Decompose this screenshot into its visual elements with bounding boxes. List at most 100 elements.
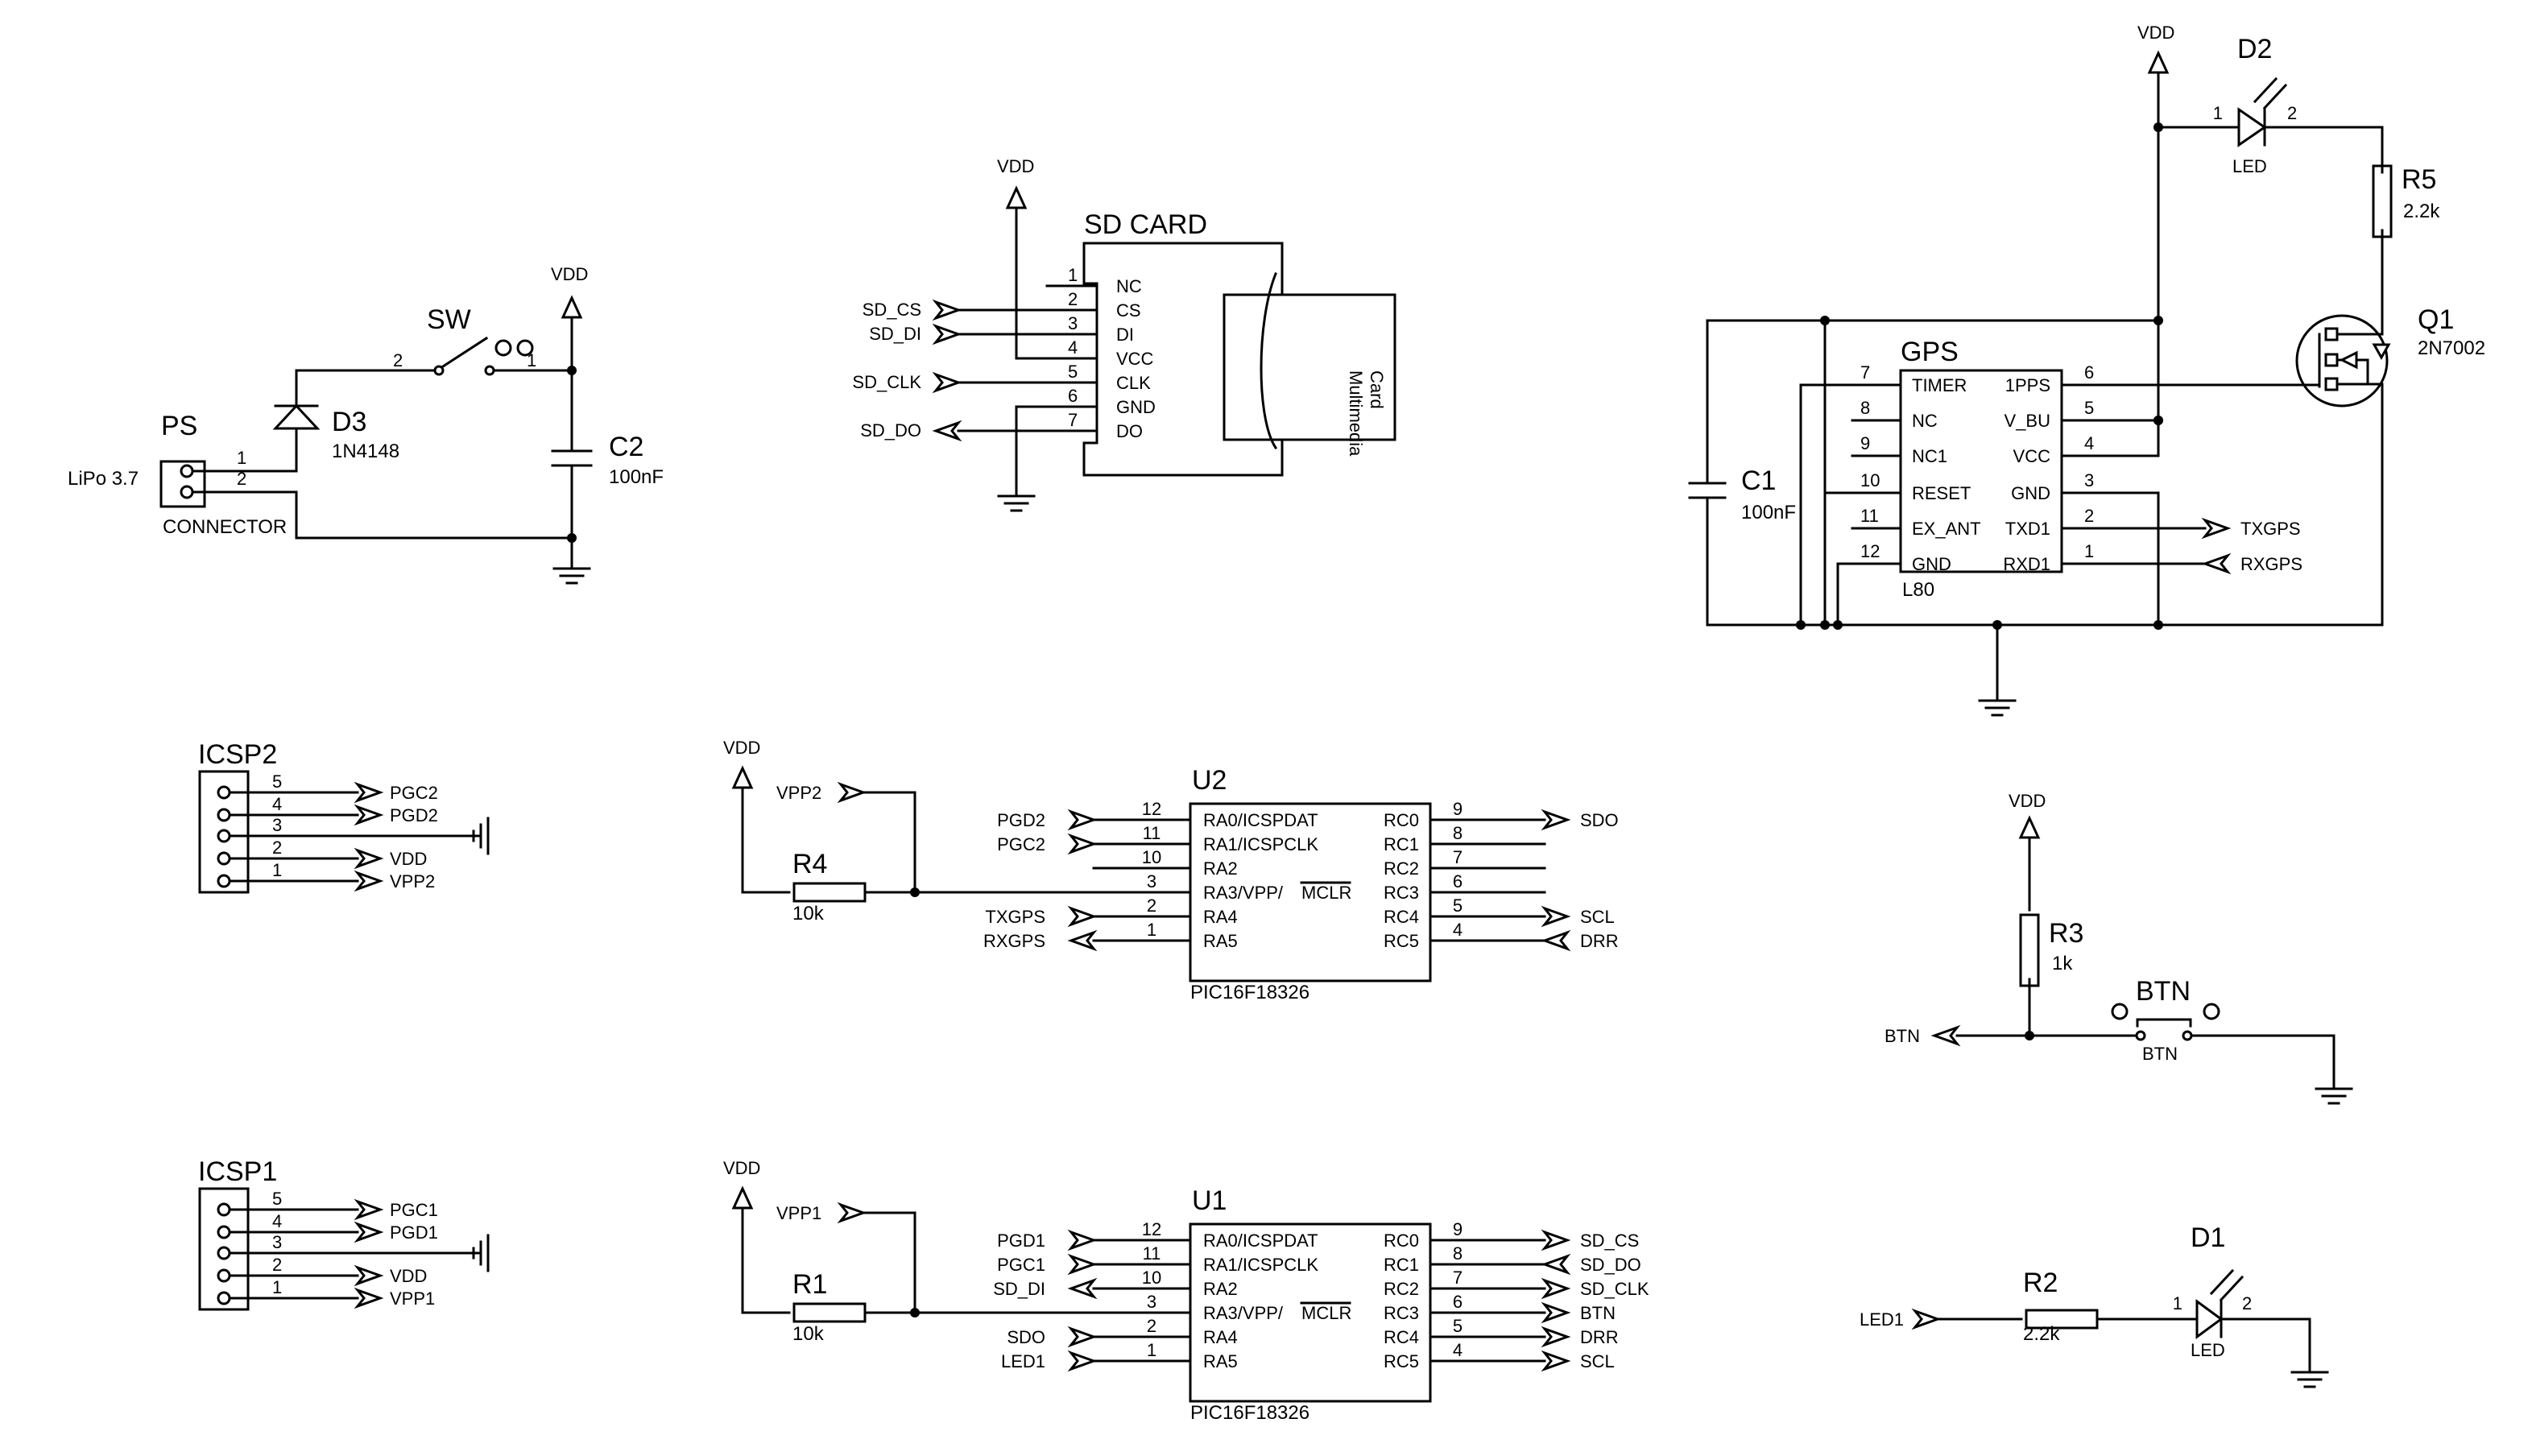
pin-name: RC2	[1384, 1279, 1419, 1299]
net-label: SD_DO	[1580, 1255, 1641, 1275]
vdd-symbol	[1006, 187, 1027, 217]
net-label: RXGPS	[983, 931, 1045, 951]
pin-number: 2	[272, 838, 282, 858]
pin-name: TXD1	[2005, 519, 2050, 539]
pin-number: 3	[1147, 1292, 1156, 1312]
pin-name: RA1/ICSPCLK	[1203, 1255, 1318, 1275]
net-label: VPP1	[390, 1288, 435, 1309]
r3-ref: R3	[2049, 918, 2083, 949]
pin-number: 3	[272, 1232, 282, 1252]
net-port-arrow	[1541, 905, 1571, 928]
q1-ref: Q1	[2418, 304, 2454, 335]
pin-name: CLK	[1116, 373, 1151, 393]
pin-number: 4	[1453, 920, 1463, 940]
net-label: SDO	[1007, 1327, 1045, 1347]
net-port-arrow	[932, 323, 962, 345]
pin-name: RC0	[1384, 1231, 1419, 1251]
pin-name: MCLR	[1301, 1303, 1351, 1323]
btn-sub: BTN	[2142, 1044, 2178, 1064]
pin-name: RA3/VPP/	[1203, 883, 1284, 903]
vdd-label: VDD	[723, 1158, 760, 1178]
vdd-label: VDD	[2137, 23, 2174, 43]
r2-value: 2.2k	[2023, 1323, 2060, 1345]
pin-number: 2	[393, 350, 403, 370]
icsp1-ref: ICSP1	[198, 1156, 277, 1187]
net-label: SD_CLK	[852, 372, 921, 392]
ground-symbol	[997, 494, 1036, 512]
d2-ref: D2	[2237, 34, 2272, 64]
net-port-arrow	[1541, 1301, 1571, 1324]
pin-name: RA2	[1203, 858, 1238, 879]
net-label: VPP1	[776, 1203, 821, 1223]
pin-name: VCC	[2013, 446, 2051, 466]
d2-type: LED	[2232, 156, 2267, 176]
net-label: TXGPS	[2240, 519, 2301, 539]
pin-name: GND	[2011, 483, 2050, 503]
pin-number: 1	[237, 448, 246, 468]
pin-name: NC	[1116, 276, 1142, 296]
pin-name: RC3	[1384, 1303, 1419, 1323]
pin-number: 5	[2084, 398, 2094, 418]
net-label: BTN	[1580, 1303, 1616, 1323]
pin-name: RC5	[1384, 1351, 1419, 1371]
r5-ref: R5	[2402, 164, 2436, 195]
c1-ref: C1	[1741, 465, 1776, 496]
pin-number: 2	[1147, 1316, 1156, 1336]
pin-number: 4	[1068, 337, 1078, 358]
net-label: SCL	[1580, 907, 1615, 927]
net-label: SD_DI	[993, 1279, 1045, 1299]
pin-number: 2	[1147, 896, 1156, 916]
pin-name: DI	[1116, 325, 1134, 345]
pin-name: TIMER	[1912, 375, 1967, 395]
pin-name: VCC	[1116, 349, 1154, 369]
u1-r-value: 10k	[792, 1323, 825, 1345]
pin-number: 5	[272, 1189, 282, 1209]
pin-name: DO	[1116, 421, 1143, 441]
net-port-arrow	[1911, 1308, 1942, 1330]
net-port-arrow	[1067, 809, 1098, 831]
u2-ref: U2	[1192, 765, 1227, 796]
net-label: PGD2	[997, 810, 1045, 830]
vdd-symbol	[732, 767, 753, 797]
net-label: LED1	[1001, 1351, 1045, 1371]
pin-number: 9	[1860, 433, 1870, 453]
net-label: PGD1	[997, 1231, 1045, 1251]
u2-r-value: 10k	[792, 903, 825, 924]
pin-number: 9	[1453, 799, 1463, 819]
net-label: VDD	[390, 849, 427, 869]
vdd-symbol	[561, 296, 582, 327]
pin-number: 4	[272, 1211, 282, 1231]
net-port-arrow	[354, 870, 384, 892]
pin-number: 7	[1453, 1268, 1463, 1288]
net-port-arrow	[2201, 517, 2232, 540]
d3-part: 1N4148	[332, 441, 399, 462]
pin-name: RC0	[1384, 810, 1419, 830]
net-port-arrow	[932, 299, 962, 321]
net-port-arrow	[354, 1264, 384, 1287]
r3-value: 1k	[2052, 953, 2073, 974]
c2-value: 100nF	[609, 466, 664, 488]
pin-number: 12	[1142, 799, 1161, 819]
gps-ref: GPS	[1901, 337, 1959, 367]
net-label: LED1	[1860, 1309, 1904, 1330]
pin-number: 2	[1068, 289, 1078, 309]
ps-connector-ref: PS	[161, 411, 197, 441]
net-port-arrow	[1067, 905, 1098, 928]
d3-ref: D3	[332, 407, 366, 437]
pin-number: 12	[1142, 1219, 1161, 1239]
pin-number: 1	[1147, 1340, 1156, 1360]
pin-name: RC4	[1384, 1327, 1419, 1347]
net-label: PGC1	[390, 1200, 438, 1220]
pin-number: 7	[1860, 362, 1870, 383]
net-label: PGD2	[390, 805, 438, 825]
ground-symbol	[552, 567, 591, 585]
pin-number: 1	[2084, 541, 2094, 561]
pin-name: RC5	[1384, 931, 1419, 951]
pin-name: V_BU	[2004, 411, 2050, 431]
net-port-arrow	[1067, 1253, 1098, 1276]
pin-number: 1	[1147, 920, 1156, 940]
